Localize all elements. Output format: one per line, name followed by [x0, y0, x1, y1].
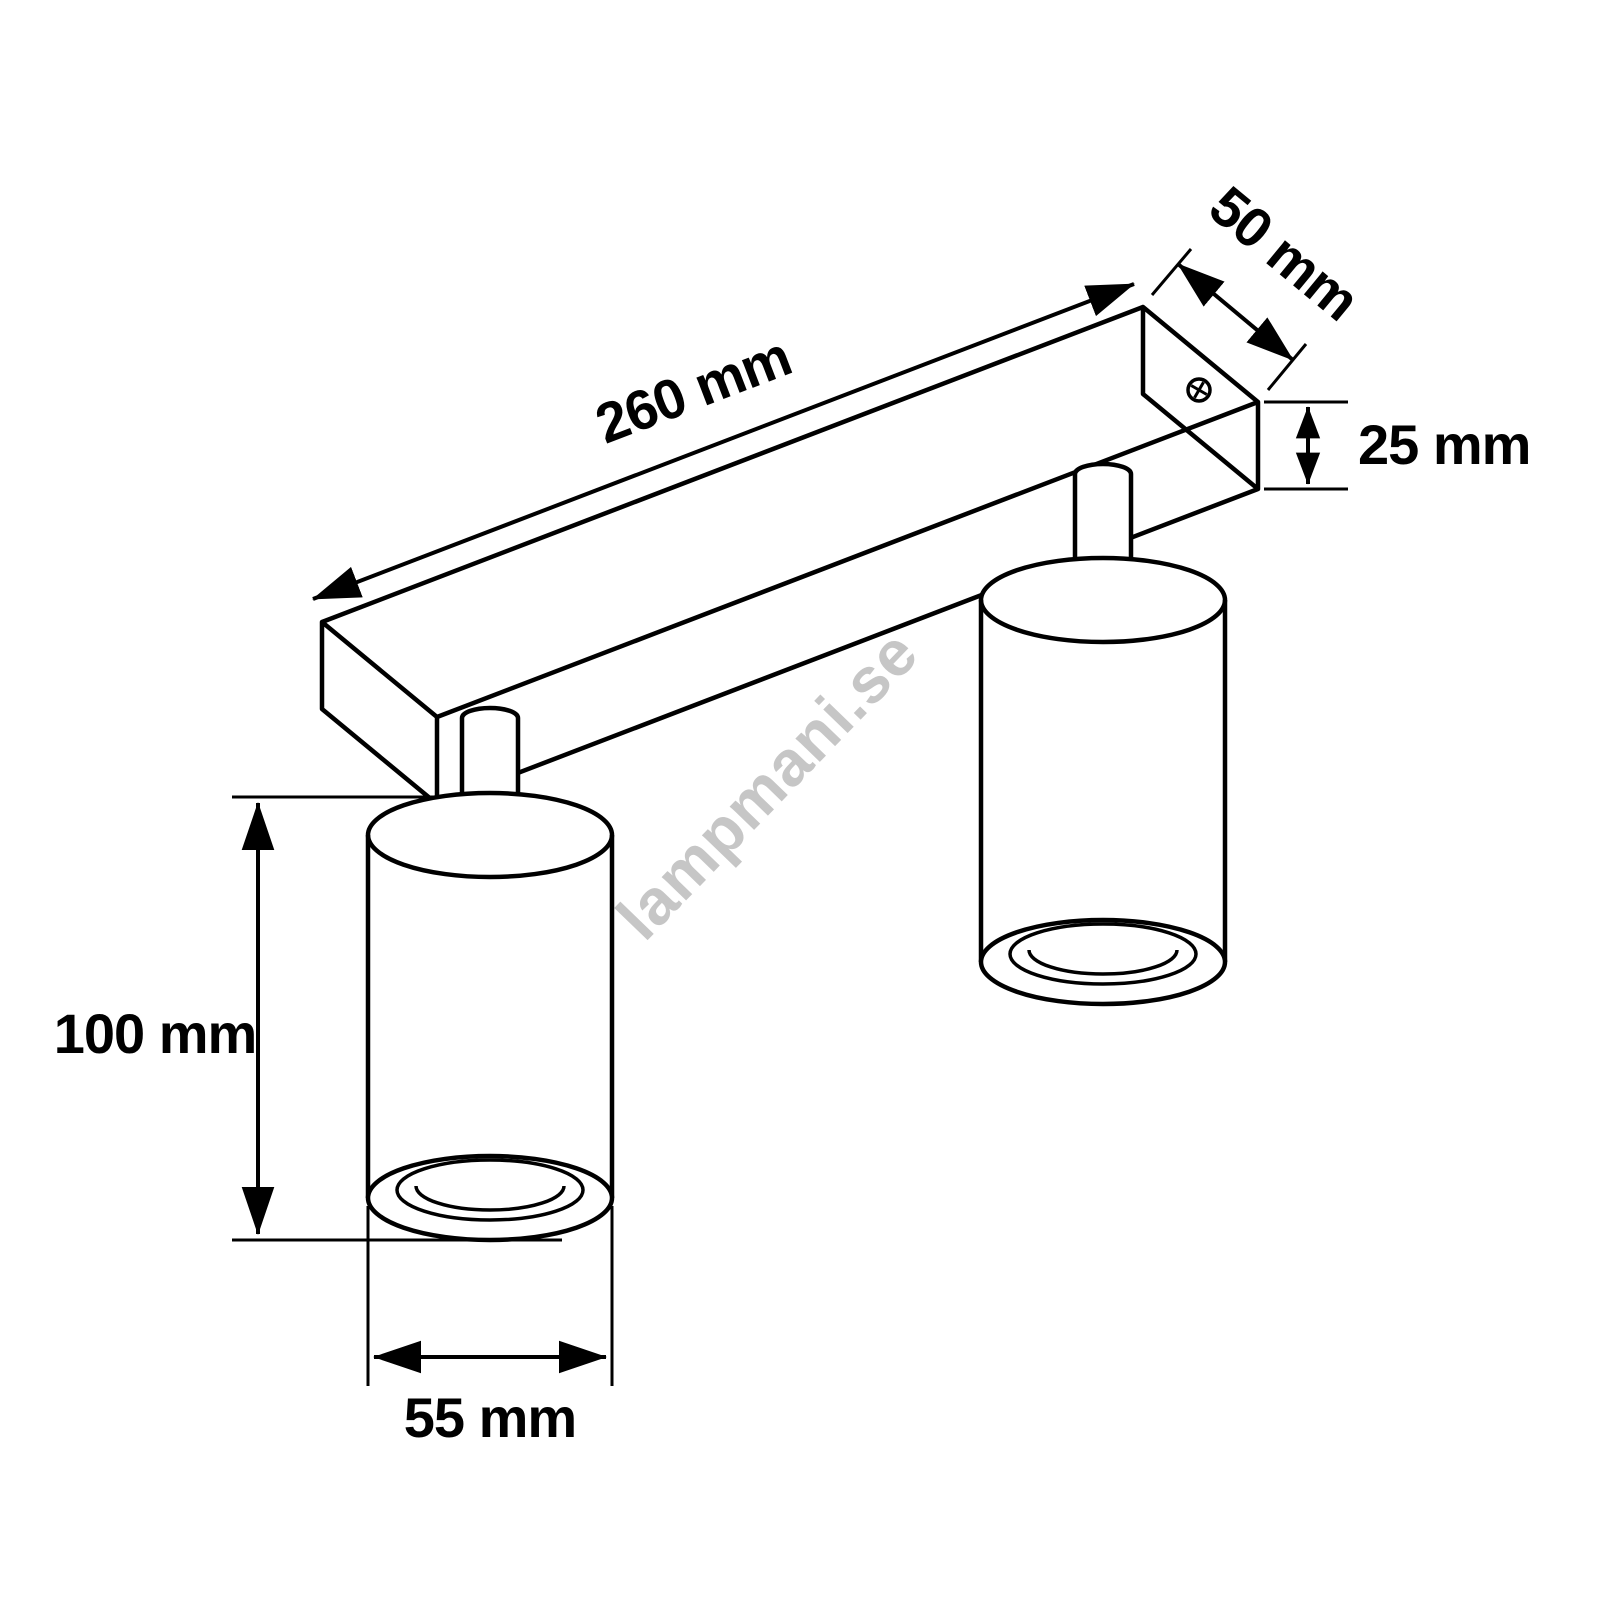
bar-height-label: 25 mm [1358, 413, 1530, 476]
right-spot-body [978, 600, 1228, 962]
bar-depth-extension-right [1266, 343, 1308, 391]
spot-height-label: 100 mm [54, 1002, 257, 1065]
right-spot-top [978, 555, 1228, 645]
left-spot-body [365, 835, 615, 1198]
screw-icon [1186, 377, 1212, 403]
dimension-bar-height: 25 mm [1264, 400, 1531, 491]
bar-length-label: 260 mm [587, 324, 799, 455]
left-spot-lens-ring [395, 1158, 585, 1222]
dimension-spot-diameter: 55 mm [366, 1206, 614, 1449]
left-spotlight [365, 705, 615, 1243]
left-spot-stem [459, 705, 521, 799]
right-spot-lens-recess [1027, 949, 1179, 976]
spot-diameter-label: 55 mm [404, 1386, 576, 1449]
left-spot-bottom-rim [365, 1153, 615, 1243]
bar-depth-arrow [1176, 262, 1295, 362]
bar-depth-extension-left [1150, 248, 1193, 296]
left-spot-top [365, 790, 615, 880]
bar-depth-label: 50 mm [1198, 174, 1371, 332]
left-spot-lens-recess [414, 1185, 566, 1212]
right-spot-stem [1072, 461, 1134, 565]
right-spot-bottom-rim [978, 917, 1228, 1007]
bar-length-arrow [312, 282, 1135, 601]
dimension-spot-height: 100 mm [54, 802, 562, 1242]
right-spot-lens-ring [1008, 922, 1198, 986]
